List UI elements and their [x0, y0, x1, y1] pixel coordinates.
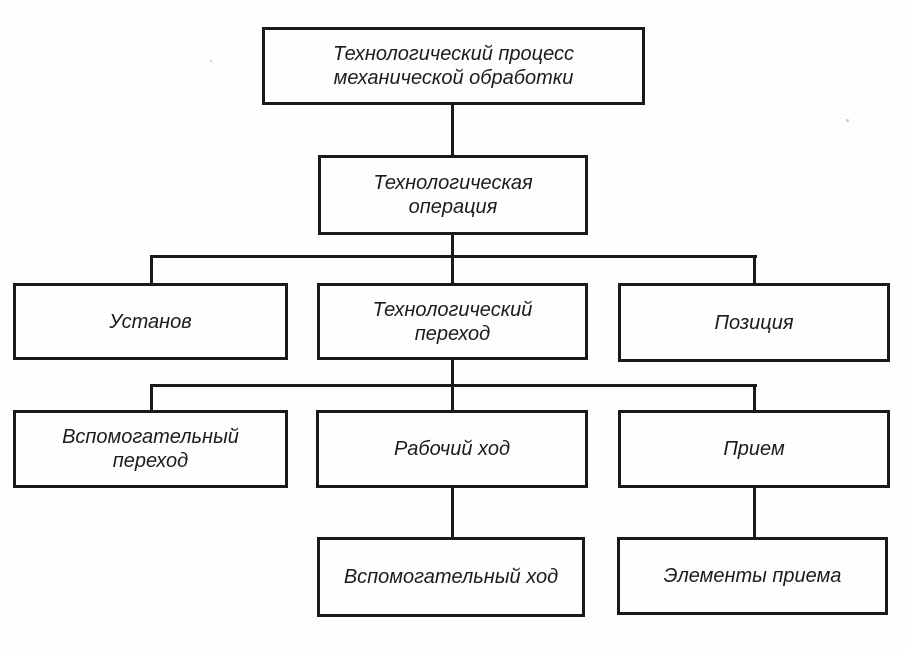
node-position: Позиция [618, 283, 890, 362]
connector-priem-priem-elements [753, 488, 756, 537]
connector-working-stroke-aux-stroke [451, 488, 454, 537]
connector-drop-priem [753, 384, 756, 410]
node-tech-transition: Технологический переход [317, 283, 588, 360]
connector-drop-position [753, 255, 756, 283]
node-position-label: Позиция [714, 311, 794, 334]
node-process-label: Технологический процесс механической обр… [333, 43, 574, 89]
node-operation-label: Технологическая операция [373, 172, 533, 218]
node-process: Технологический процесс механической обр… [262, 27, 645, 105]
node-operation: Технологическая операция [318, 155, 588, 235]
node-priem-elements: Элементы приема [617, 537, 888, 615]
node-aux-transition: Вспомогательный переход [13, 410, 288, 488]
connector-drop-working-stroke [451, 360, 454, 410]
node-priem: Прием [618, 410, 890, 488]
scan-speck [210, 60, 212, 62]
node-priem-elements-label: Элементы приема [663, 565, 842, 587]
connector-drop-tech-transition [451, 235, 454, 283]
scan-speck [846, 119, 849, 122]
node-working-stroke: Рабочий ход [316, 410, 588, 488]
node-aux-stroke: Вспомогательный ход [317, 537, 585, 617]
connector-process-operation [451, 105, 454, 155]
connector-drop-aux-transition [150, 384, 153, 410]
node-aux-stroke-label: Вспомогательный ход [343, 566, 559, 588]
node-ustanov: Установ [13, 283, 288, 360]
node-tech-transition-label: Технологический переход [372, 298, 533, 345]
node-ustanov-label: Установ [109, 310, 192, 333]
node-priem-label: Прием [723, 438, 785, 460]
node-aux-transition-label: Вспомогательный переход [62, 426, 239, 472]
connector-drop-ustanov [150, 255, 153, 283]
node-working-stroke-label: Рабочий ход [393, 438, 511, 460]
